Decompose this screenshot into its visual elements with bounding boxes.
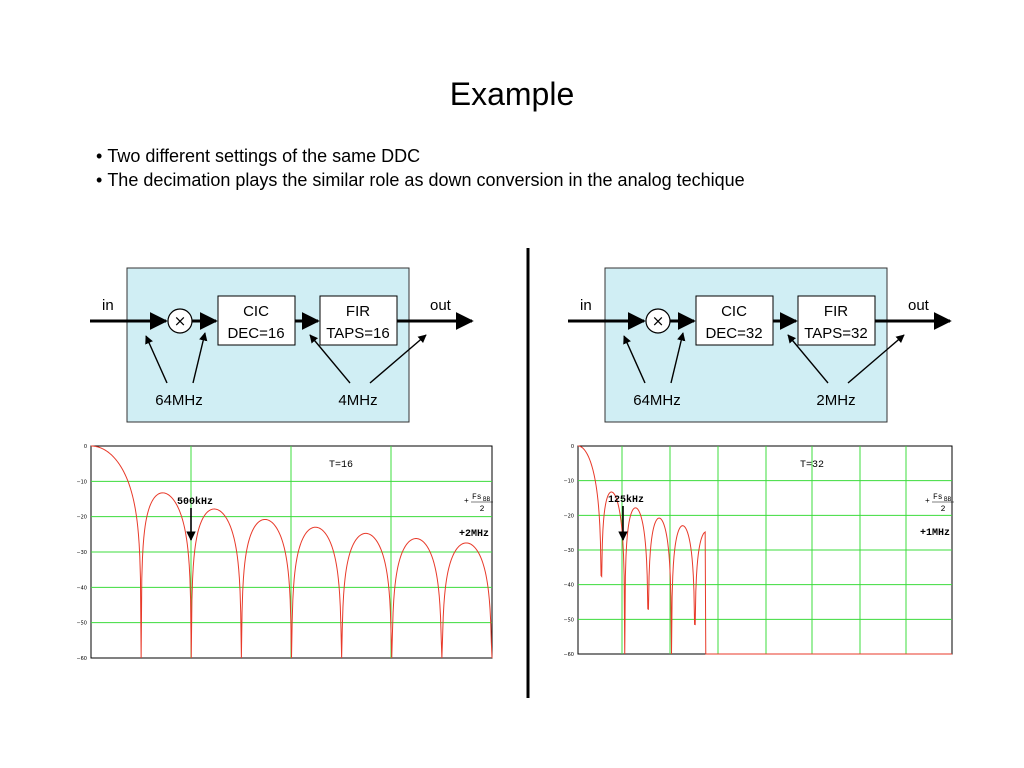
chart-right: 0 −10 −20 −30 −40 −50 −60 T=32 125kHz +1MHz + … bbox=[563, 444, 954, 658]
y-tick-label: −30 bbox=[76, 550, 87, 556]
fs-numerator: Fs bbox=[472, 493, 482, 502]
fs-subscript: BB bbox=[944, 496, 952, 503]
fs-fraction: + Fs BB 2 bbox=[464, 493, 493, 514]
clock-arrow bbox=[369, 334, 427, 384]
output-label: out bbox=[908, 297, 930, 314]
marker-label: 125kHz bbox=[608, 494, 644, 506]
clock-arrow bbox=[145, 335, 168, 384]
block-diagram-left: in × CIC DEC=16 FIR TAPS=16 out 64MHz 4M… bbox=[90, 267, 474, 423]
bullet-item: The decimation plays the similar role as… bbox=[96, 168, 744, 192]
edge-label: +2MHz bbox=[459, 529, 489, 540]
input-label: in bbox=[580, 297, 592, 314]
input-label: in bbox=[102, 297, 114, 314]
fs-denominator: 2 bbox=[480, 505, 485, 514]
y-tick-label: −60 bbox=[76, 656, 87, 662]
fs-denominator: 2 bbox=[941, 505, 946, 514]
grid bbox=[578, 446, 952, 654]
fs-prefix: + bbox=[925, 497, 930, 506]
fir-param: TAPS=16 bbox=[326, 325, 390, 342]
clock-arrow bbox=[623, 335, 646, 384]
fir-param: TAPS=32 bbox=[804, 325, 868, 342]
clock-arrow bbox=[309, 334, 351, 384]
cic-param: DEC=16 bbox=[227, 325, 284, 342]
chart-left: 0 −10 −20 −30 −40 −50 −60 T=16 500kHz +2MHz + … bbox=[76, 444, 493, 662]
y-tick-label: −40 bbox=[563, 583, 574, 589]
clock-left-label: 64MHz bbox=[633, 392, 681, 409]
y-tick-label: −20 bbox=[76, 515, 87, 521]
clock-left-label: 64MHz bbox=[155, 392, 203, 409]
fir-block bbox=[319, 295, 398, 346]
cic-name: CIC bbox=[243, 303, 269, 320]
y-tick-label: −20 bbox=[563, 513, 574, 519]
cic-param: DEC=32 bbox=[705, 325, 762, 342]
fs-numerator: Fs bbox=[933, 493, 943, 502]
y-tick-label: −40 bbox=[76, 585, 87, 591]
clock-arrow bbox=[670, 332, 686, 384]
block-diagram-right: in × CIC DEC=32 FIR TAPS=32 out 64MHz 2M… bbox=[568, 267, 952, 423]
y-tick-label: −60 bbox=[563, 652, 574, 658]
fs-prefix: + bbox=[464, 497, 469, 506]
y-tick-labels: 0 −10 −20 −30 −40 −50 −60 bbox=[76, 444, 87, 662]
y-tick-label: 0 bbox=[84, 444, 87, 450]
fs-subscript: BB bbox=[483, 496, 491, 503]
marker-label: 500kHz bbox=[177, 496, 213, 508]
y-tick-label: −10 bbox=[563, 479, 574, 485]
y-tick-label: −50 bbox=[76, 621, 87, 627]
fs-fraction: + Fs BB 2 bbox=[925, 493, 954, 514]
chart-title: T=32 bbox=[800, 460, 824, 471]
cic-block bbox=[695, 295, 774, 346]
cic-name: CIC bbox=[721, 303, 747, 320]
chart-title: T=16 bbox=[329, 460, 353, 471]
y-tick-label: −10 bbox=[76, 479, 87, 485]
bullet-item: Two different settings of the same DDC bbox=[96, 144, 745, 168]
response-curve bbox=[90, 445, 493, 659]
edge-label: +1MHz bbox=[920, 528, 950, 539]
multiply-icon: × bbox=[652, 312, 665, 330]
clock-arrow bbox=[847, 334, 905, 384]
multiply-icon: × bbox=[174, 312, 187, 330]
y-tick-labels: 0 −10 −20 −30 −40 −50 −60 bbox=[563, 444, 574, 658]
clock-arrow bbox=[787, 334, 829, 384]
clock-arrow bbox=[192, 332, 208, 384]
grid bbox=[91, 446, 492, 658]
y-tick-label: 0 bbox=[571, 444, 574, 450]
slide-title: Example bbox=[449, 76, 575, 112]
bullet-list: Two different settings of the same DDC T… bbox=[96, 144, 745, 192]
output-label: out bbox=[430, 297, 452, 314]
y-tick-label: −30 bbox=[563, 548, 574, 554]
fir-name: FIR bbox=[824, 303, 848, 320]
clock-right-label: 2MHz bbox=[816, 392, 855, 409]
fir-name: FIR bbox=[346, 303, 370, 320]
clock-right-label: 4MHz bbox=[338, 392, 377, 409]
y-tick-label: −50 bbox=[563, 617, 574, 623]
response-curve bbox=[577, 445, 952, 655]
